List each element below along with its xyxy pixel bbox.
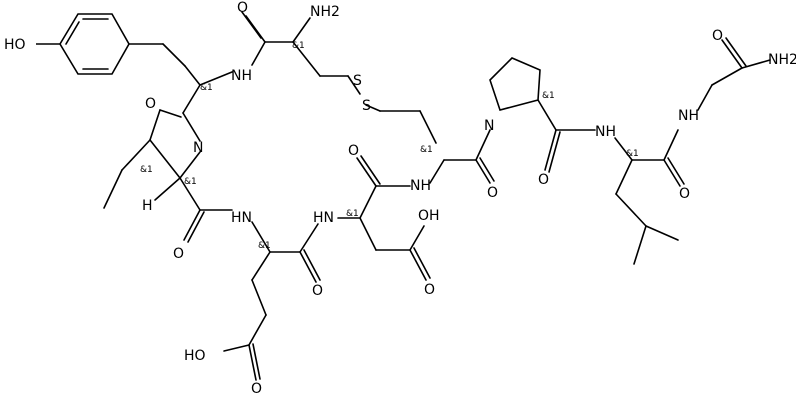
asp-side-o-label: O — [424, 282, 435, 298]
ile-h-label: H — [142, 198, 153, 214]
asp-side-oh-label: OH — [418, 208, 440, 224]
stereo-tyr: &1 — [200, 83, 213, 93]
cys2-o-label: O — [487, 185, 498, 201]
asp-nh-label: NH — [410, 178, 431, 194]
tyr-nh-label: NH — [231, 68, 252, 84]
glu-nh-label: HN — [231, 210, 252, 226]
stereo-cys2: &1 — [420, 145, 433, 155]
phenol-oh-label: HO — [4, 37, 26, 53]
ring-n-label: N — [193, 140, 203, 156]
cys-nh2-label: NH2 — [310, 4, 340, 20]
disulfide-s2-label: S — [362, 98, 371, 114]
pro-o-label: O — [538, 172, 549, 188]
pro-n-label: N — [484, 118, 494, 134]
stereo-leu: &1 — [626, 149, 639, 159]
stereo-ile-beta: &1 — [140, 165, 153, 175]
ile-o-label: O — [145, 96, 156, 112]
stereo-glu: &1 — [258, 241, 271, 251]
asp-hn-label: HN — [313, 210, 334, 226]
cys-o-label: O — [237, 0, 248, 16]
terminal-nh2-label: NH2 — [768, 52, 796, 68]
asp-o-label: O — [348, 143, 359, 159]
stereo-ile-alpha: &1 — [184, 177, 197, 187]
gly-o-label: O — [712, 28, 723, 44]
leu-nh-label: NH — [595, 124, 616, 140]
stereo-pro: &1 — [542, 91, 555, 101]
glu-side-oh-label: HO — [184, 348, 206, 364]
stereo-marker-layer: &1 &1 &1 &1 &1 &1 &1 &1 &1 — [140, 41, 639, 251]
gln-o-label: O — [173, 246, 184, 262]
stereo-asp: &1 — [346, 209, 359, 219]
gly-nh-label: NH — [678, 108, 699, 124]
glu-side-o-label: O — [251, 381, 262, 397]
leu-o-label: O — [679, 186, 690, 202]
disulfide-s1-label: S — [353, 73, 362, 89]
glu-o-label: O — [312, 283, 323, 299]
bond-layer — [31, 11, 771, 381]
stereo-cys: &1 — [292, 41, 305, 51]
